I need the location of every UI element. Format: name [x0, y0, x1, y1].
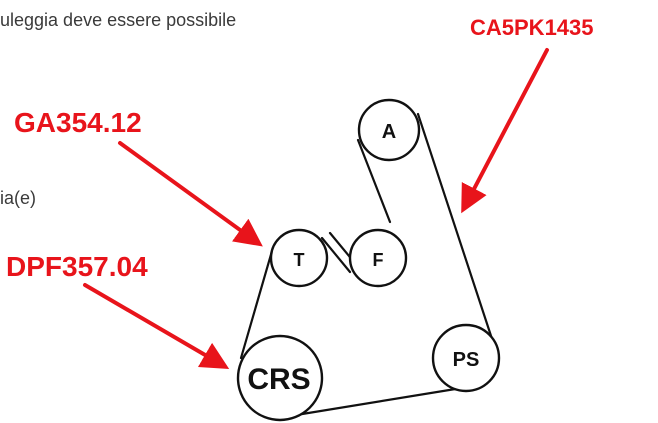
arrow-damper-pulley: [83, 283, 230, 370]
belt: [239, 112, 497, 418]
pulley-label-alternator: A: [382, 121, 396, 143]
instruction-text-fragment-2: ia(e): [0, 188, 37, 208]
pulley-idler: [348, 228, 408, 288]
pulley-tensioner: [269, 228, 329, 288]
pulley-alternator: [357, 98, 421, 162]
pulley-label-tensioner: T: [294, 250, 305, 270]
belt-segment-t-f-1: [320, 236, 352, 274]
pulley-label-power-steering: PS: [453, 349, 480, 371]
belt-segment-crs-t: [239, 249, 274, 360]
arrow-tensioner: [118, 141, 263, 247]
belt-segment-a-f: [356, 138, 392, 224]
pulley-crankshaft: [236, 334, 324, 422]
pulley-power-steering: [431, 323, 501, 393]
arrow-belt: [461, 48, 549, 214]
instruction-text-fragment: uleggia deve essere possibile: [0, 10, 237, 30]
belt-segment-a-ps: [416, 112, 497, 350]
pulley-label-idler: F: [373, 250, 384, 270]
label-damper-part-number: DPF357.04: [6, 251, 148, 282]
belt-segment-ps-crs: [288, 383, 482, 418]
label-belt-part-number: CA5PK1435: [470, 15, 594, 40]
pulley-label-crankshaft: CRS: [247, 363, 310, 396]
label-tensioner-part-number: GA354.12: [14, 107, 142, 138]
